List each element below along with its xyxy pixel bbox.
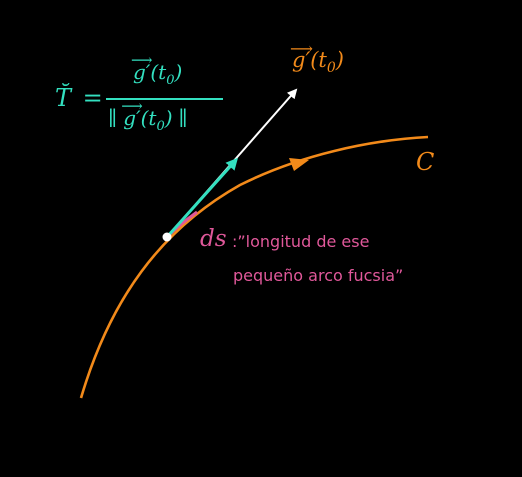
ds-description-line2: pequeño arco fucsia” xyxy=(233,266,404,285)
vector-arrow-icon: ⟶ xyxy=(131,51,153,69)
vector-arrow-icon: ⟶ xyxy=(290,39,313,58)
tangent-formula-lhs: T̆ = xyxy=(55,84,103,112)
tangent-formula-numerator: ⟶ g ′(t0) xyxy=(131,51,183,88)
derivative-vector-label: ⟶ g ′(t0) xyxy=(290,39,344,77)
curve-direction-arrow xyxy=(289,158,309,171)
ds-symbol: ds xyxy=(200,226,227,252)
ds-description-line1: :”longitud de ese xyxy=(232,232,370,251)
curve-c xyxy=(79,135,429,399)
tangent-formula-denominator: ∥ ⟶ g ′(t0)∥ xyxy=(108,97,188,134)
curve-label: C xyxy=(416,148,435,176)
point-t0 xyxy=(162,232,172,242)
fraction-bar xyxy=(106,98,223,100)
unit-tangent-vector xyxy=(165,157,239,239)
vector-arrow-icon: ⟶ xyxy=(121,97,143,115)
